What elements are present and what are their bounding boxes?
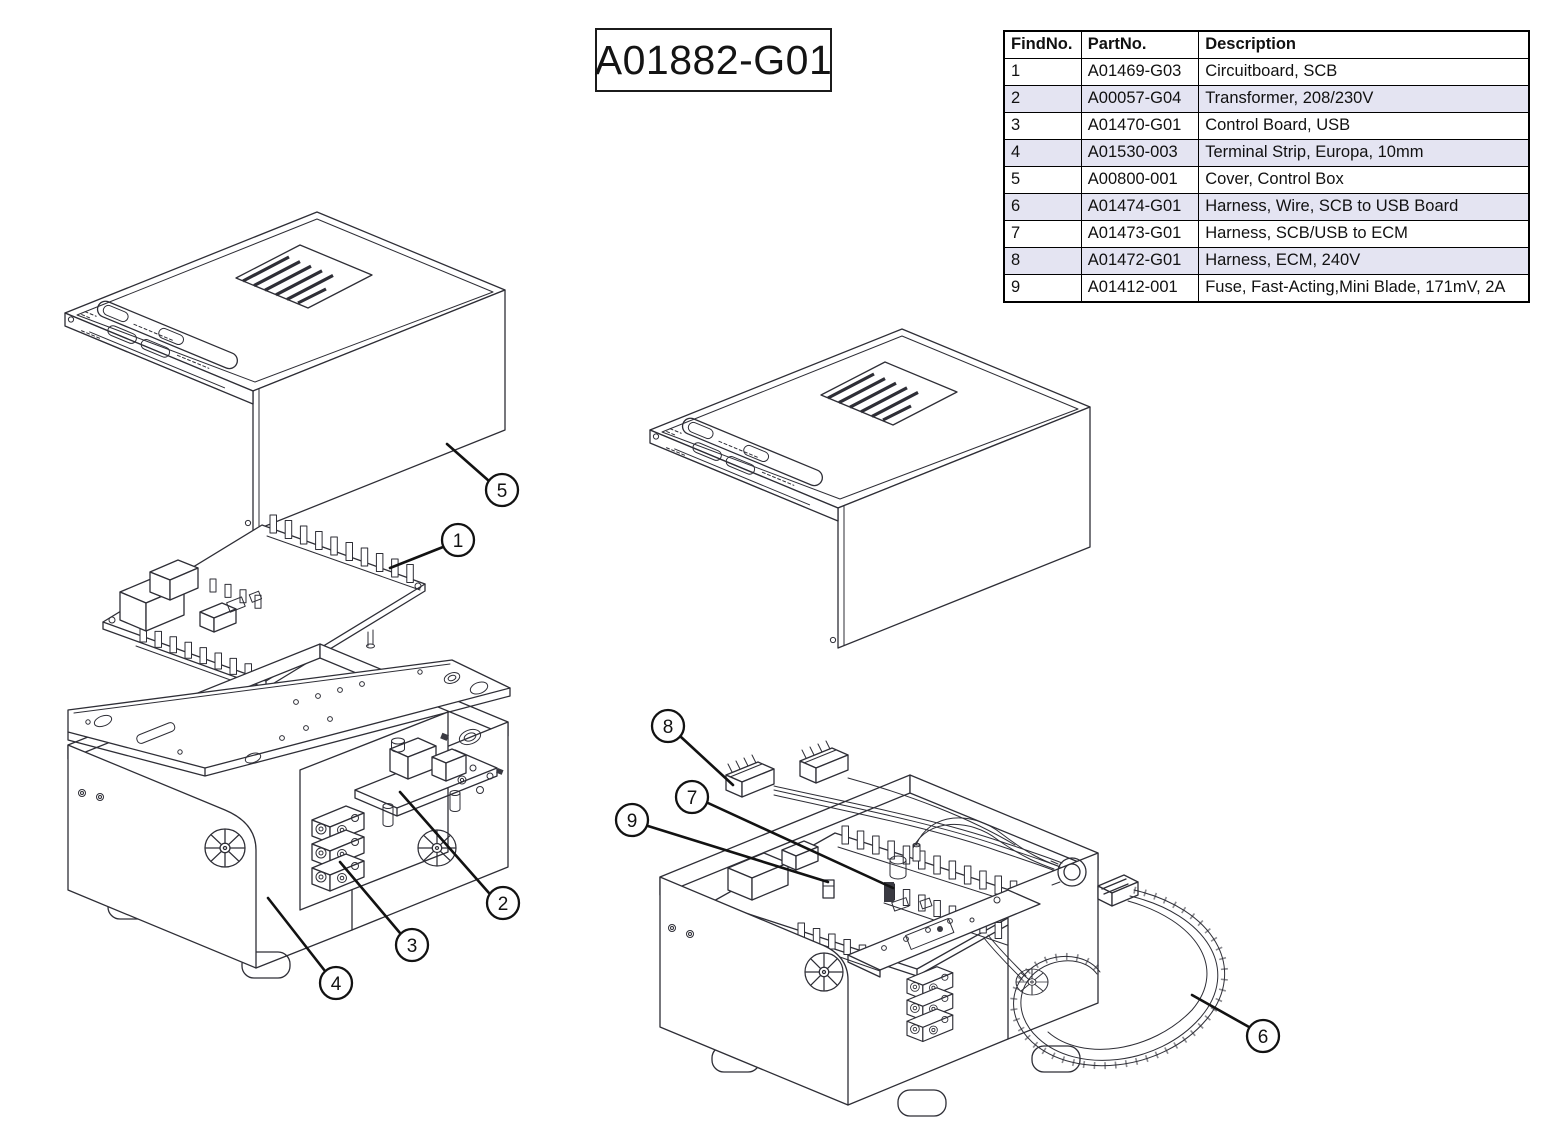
cell-description: Harness, SCB/USB to ECM bbox=[1198, 220, 1530, 248]
cell-findno: 1 bbox=[1003, 58, 1082, 86]
callout-7: 7 bbox=[674, 779, 895, 890]
control-box-base-left bbox=[67, 643, 511, 979]
callout-5-number: 5 bbox=[497, 481, 508, 502]
cell-partno: A01470-G01 bbox=[1080, 112, 1200, 140]
header-description: Description bbox=[1198, 30, 1530, 59]
callout-4: 4 bbox=[266, 896, 354, 1001]
harness-exit-connector bbox=[1097, 874, 1139, 907]
control-box-base-right bbox=[659, 740, 1229, 1117]
cell-description: Transformer, 208/230V bbox=[1198, 85, 1530, 113]
cell-partno: A00057-G04 bbox=[1080, 85, 1200, 113]
panel-ring-connector bbox=[1050, 857, 1087, 887]
cell-partno: A00800-001 bbox=[1080, 166, 1200, 194]
mini-blade-fuse bbox=[822, 879, 835, 899]
cell-findno: 4 bbox=[1003, 139, 1082, 167]
callout-2: 2 bbox=[398, 790, 521, 921]
usb-connector bbox=[884, 882, 894, 902]
callout-6: 6 bbox=[1190, 993, 1281, 1054]
circuitboard-scb bbox=[102, 514, 426, 689]
callout-3-number: 3 bbox=[407, 936, 418, 957]
callout-9-number: 9 bbox=[627, 811, 638, 832]
cell-partno: A01473-G01 bbox=[1080, 220, 1200, 248]
cell-findno: 5 bbox=[1003, 166, 1082, 194]
callout-8: 8 bbox=[650, 708, 735, 787]
cell-partno: A01472-G01 bbox=[1080, 247, 1200, 275]
callout-3: 3 bbox=[338, 860, 430, 963]
cell-findno: 7 bbox=[1003, 220, 1082, 248]
parts-table-header-row: FindNo. PartNo. Description bbox=[1003, 30, 1530, 59]
cell-partno: A01474-G01 bbox=[1080, 193, 1200, 221]
cell-partno: A01469-G03 bbox=[1080, 58, 1200, 86]
cell-partno: A01412-001 bbox=[1080, 274, 1200, 303]
cell-description: Harness, Wire, SCB to USB Board bbox=[1198, 193, 1530, 221]
header-findno: FindNo. bbox=[1003, 30, 1082, 59]
callout-4-number: 4 bbox=[331, 974, 342, 995]
callout-1-number: 1 bbox=[453, 531, 464, 552]
cell-description: Fuse, Fast-Acting,Mini Blade, 171mV, 2A bbox=[1198, 274, 1530, 303]
cell-description: Control Board, USB bbox=[1198, 112, 1530, 140]
header-partno: PartNo. bbox=[1080, 30, 1200, 59]
right-assembled-view bbox=[648, 327, 1229, 1117]
callout-6-number: 6 bbox=[1258, 1027, 1269, 1048]
title-block: A01882-G01 bbox=[595, 28, 832, 92]
callout-2-number: 2 bbox=[498, 894, 509, 915]
callouts: 1 2 3 4 5 bbox=[266, 442, 1281, 1054]
cell-description: Circuitboard, SCB bbox=[1198, 58, 1530, 86]
cell-partno: A01530-003 bbox=[1080, 139, 1200, 167]
cover-control-box-left bbox=[63, 210, 507, 533]
callout-8-number: 8 bbox=[663, 717, 674, 738]
cell-findno: 9 bbox=[1003, 274, 1082, 303]
callout-5: 5 bbox=[445, 442, 520, 508]
left-exploded-view bbox=[63, 210, 511, 979]
cell-findno: 8 bbox=[1003, 247, 1082, 275]
callout-1: 1 bbox=[388, 522, 476, 570]
callout-7-number: 7 bbox=[687, 788, 698, 809]
mounting-plate-front bbox=[847, 889, 1041, 980]
terminal-strip-front bbox=[906, 966, 954, 1043]
terminal-strip-europa bbox=[311, 805, 365, 892]
cell-description: Cover, Control Box bbox=[1198, 166, 1530, 194]
cover-control-box-right bbox=[648, 327, 1092, 650]
cell-findno: 3 bbox=[1003, 112, 1082, 140]
callout-9: 9 bbox=[614, 802, 830, 884]
drawing-number: A01882-G01 bbox=[594, 36, 833, 83]
transformer-assembly bbox=[354, 732, 504, 827]
cell-findno: 2 bbox=[1003, 85, 1082, 113]
cell-findno: 6 bbox=[1003, 193, 1082, 221]
cell-description: Harness, ECM, 240V bbox=[1198, 247, 1530, 275]
harness-wire-scb-to-usb-coil bbox=[1010, 886, 1229, 1070]
harness-ecm-connectors bbox=[725, 740, 1063, 873]
cell-description: Terminal Strip, Europa, 10mm bbox=[1198, 139, 1530, 167]
cable-grommet bbox=[458, 728, 482, 746]
